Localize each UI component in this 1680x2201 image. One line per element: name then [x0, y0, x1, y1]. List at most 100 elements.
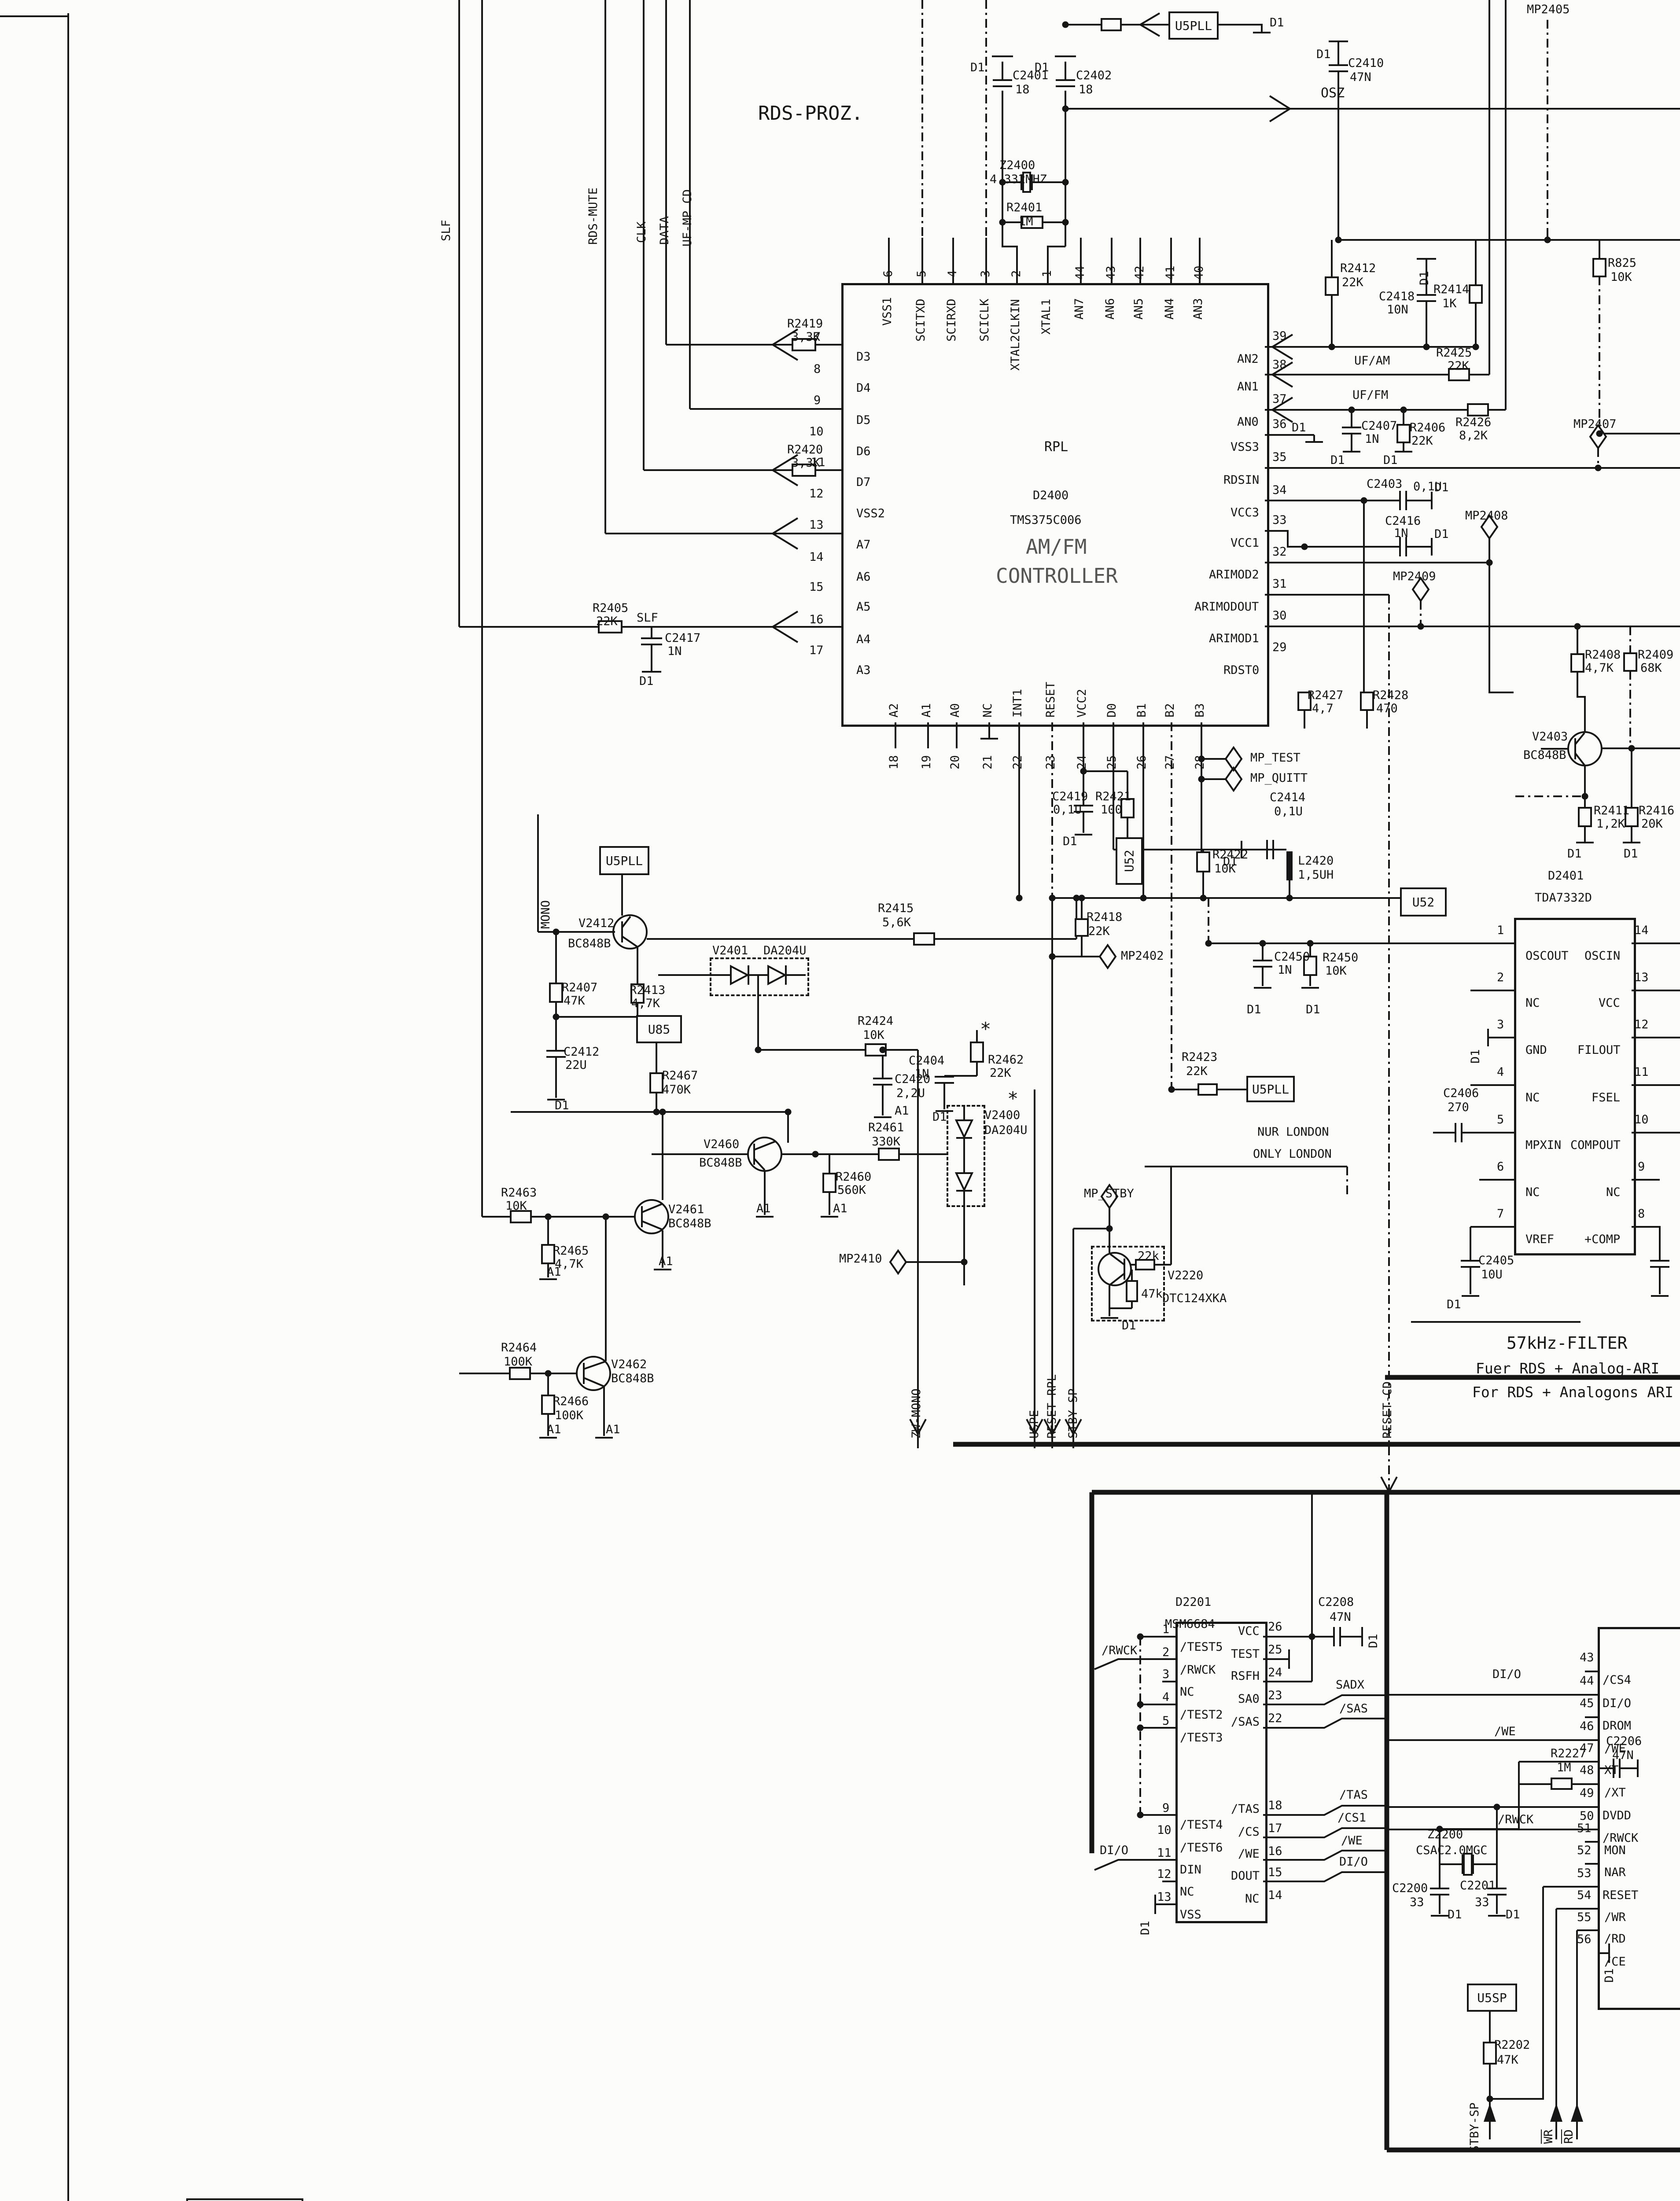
label-mp2409: MP2409: [1393, 570, 1436, 583]
label-d1: D1: [1434, 481, 1449, 494]
label--sas: /SAS: [1231, 1715, 1260, 1729]
v2401-outline: [710, 957, 809, 996]
label-rd: RD: [1562, 2129, 1576, 2144]
label-r2406: R2406: [1410, 421, 1446, 434]
label-20k: 20K: [1641, 817, 1663, 831]
label--we: /WE: [1494, 1725, 1516, 1738]
label-d1: D1: [1469, 1049, 1482, 1064]
label-bc848b: BC848B: [568, 937, 611, 950]
label--cs: /CS: [1238, 1825, 1260, 1839]
label-23: 23: [1268, 1689, 1282, 1702]
label-r2427: R2427: [1308, 688, 1344, 702]
label-d1: D1: [1418, 271, 1431, 285]
label-r2407: R2407: [562, 981, 598, 994]
label-di-o: DI/O: [1100, 1844, 1129, 1857]
label-d1: D1: [555, 1099, 569, 1112]
label-a4: A4: [856, 633, 871, 646]
label-di-o: DI/O: [1603, 1697, 1632, 1710]
label-37: 37: [1272, 392, 1287, 406]
label-19: 19: [920, 755, 933, 769]
label-34: 34: [1272, 483, 1287, 497]
label-5: 5: [1162, 1714, 1170, 1728]
label-r2463: R2463: [501, 1186, 537, 1200]
label-oscin: OSCIN: [1584, 949, 1621, 963]
label-c2450: C2450: [1274, 950, 1310, 964]
label-c2419: C2419: [1052, 790, 1088, 803]
label-controller: CONTROLLER: [996, 564, 1118, 588]
label-nc: NC: [1180, 1685, 1194, 1699]
label-48: 48: [1580, 1763, 1594, 1777]
label-l2420: L2420: [1298, 854, 1334, 868]
label-vcc: VCC: [1238, 1624, 1260, 1638]
label-rpl: RPL: [1044, 439, 1068, 455]
label-d6: D6: [856, 445, 871, 458]
label-d1: D1: [639, 674, 654, 688]
label-17: 17: [809, 644, 824, 657]
label-4: 4: [946, 270, 959, 277]
label-fuer-rds-analog-ari: Fuer RDS + Analog-ARI: [1476, 1360, 1660, 1377]
label-d1: D1: [1330, 453, 1345, 467]
label-d1: D1: [1447, 1298, 1461, 1311]
label-c2402: C2402: [1076, 69, 1112, 82]
label-r2460: R2460: [836, 1170, 872, 1184]
label-18: 18: [1268, 1799, 1282, 1812]
label-31: 31: [1272, 577, 1287, 591]
label-24: 24: [1075, 755, 1089, 769]
label-47k: 47K: [564, 994, 585, 1008]
label-100k: 100K: [504, 1355, 533, 1369]
label-12: 12: [1157, 1867, 1172, 1881]
label-5: 5: [915, 270, 928, 277]
label-2: 2: [1009, 270, 1023, 277]
label-33: 33: [1272, 513, 1287, 527]
label-0-1u: 0,1U: [1053, 803, 1082, 817]
label-int1: INT1: [1011, 688, 1024, 718]
supply-u52-small: U52: [1116, 837, 1143, 885]
label-arimod1: ARIMOD1: [1209, 632, 1259, 645]
label-10k: 10K: [863, 1028, 884, 1042]
label-r2419: R2419: [787, 317, 823, 331]
label-d1: D1: [1603, 1968, 1616, 1983]
label-r2467: R2467: [662, 1069, 698, 1082]
label-sadx: SADX: [1336, 1678, 1365, 1692]
label-r2411: R2411: [1594, 804, 1630, 817]
label-26: 26: [1268, 1620, 1282, 1634]
label-r2408: R2408: [1585, 648, 1621, 662]
label-r2464: R2464: [501, 1341, 537, 1354]
label-zw-mono: ZW-MONO: [910, 1388, 923, 1439]
label-uf-fm: UF/FM: [1352, 388, 1389, 402]
label-arimodout: ARIMODOUT: [1194, 600, 1259, 614]
label-r2465: R2465: [553, 1244, 589, 1258]
label-9: 9: [814, 394, 821, 407]
label-32: 32: [1272, 545, 1287, 559]
label-mp2402: MP2402: [1121, 949, 1164, 963]
label-27: 27: [1163, 755, 1177, 769]
label-mpxin: MPXIN: [1525, 1138, 1562, 1152]
label-22: 22: [1268, 1711, 1282, 1725]
label-13: 13: [1634, 971, 1649, 984]
label-3: 3: [979, 270, 992, 277]
label-fsel: FSEL: [1592, 1091, 1621, 1104]
label-bc848b: BC848B: [699, 1156, 742, 1170]
label-r2405: R2405: [593, 601, 629, 615]
label-a1: A1: [659, 1255, 673, 1268]
label--rwck: /RWCK: [1498, 1813, 1534, 1826]
v2220-outline: [1091, 1246, 1165, 1321]
label-36: 36: [1272, 417, 1287, 431]
label-11: 11: [1634, 1065, 1649, 1079]
label-10k: 10K: [1325, 964, 1347, 978]
label-mono: MONO: [539, 900, 553, 929]
label-42: 42: [1133, 265, 1146, 280]
label--: *: [1007, 1088, 1019, 1109]
label-49: 49: [1580, 1786, 1594, 1800]
label-nc: NC: [981, 703, 995, 718]
label-di-o: DI/O: [1339, 1855, 1368, 1869]
label-an6: AN6: [1103, 298, 1117, 320]
supply-u52-right: U52: [1400, 887, 1447, 916]
label-22k: 22K: [1342, 276, 1363, 289]
label-c2206: C2206: [1606, 1734, 1642, 1748]
label-55: 55: [1577, 1910, 1592, 1924]
label-vss3: VSS3: [1231, 440, 1260, 454]
label-22k: 22K: [596, 615, 618, 628]
label-45: 45: [1580, 1697, 1594, 1710]
